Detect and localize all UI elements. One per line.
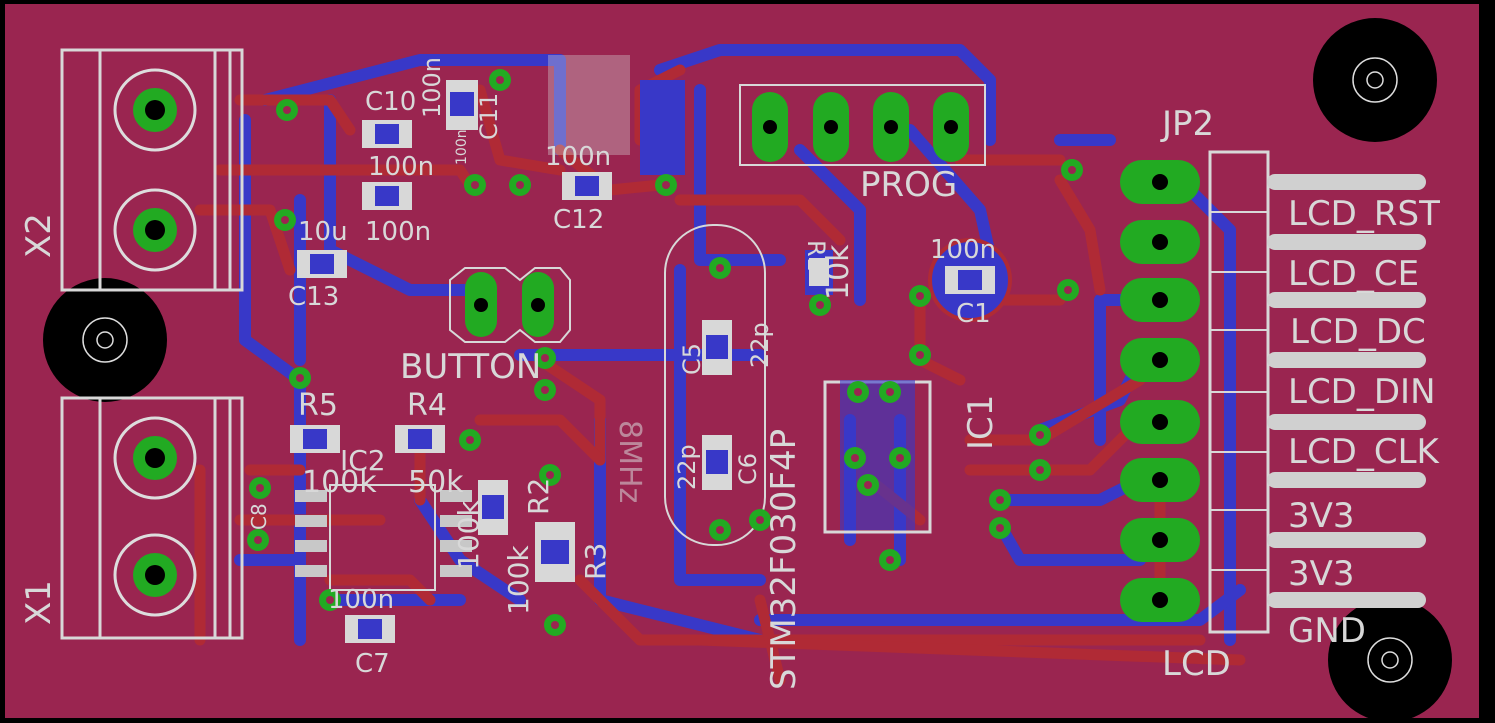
label-c1-val: 100n [930, 235, 996, 265]
lcd-pin-label: LCD_DIN [1288, 372, 1436, 412]
screw-x1-1 [113, 416, 197, 500]
label-r5: R5 [298, 388, 338, 423]
c12-body [562, 172, 612, 200]
label-r3-val: 100k [502, 545, 535, 615]
label-c6-val: 22p [673, 444, 701, 490]
lcd-header [1120, 150, 1426, 634]
c5-body [702, 320, 732, 375]
label-prog: PROG [860, 165, 957, 205]
label-c1: C1 [956, 299, 991, 329]
label-c6: C6 [734, 453, 762, 485]
terminal-block-outlines [60, 48, 244, 640]
c10-body [362, 120, 412, 148]
smd-components [290, 55, 1012, 643]
label-r1: R1 [802, 240, 830, 272]
crystal-outline [664, 224, 766, 546]
label-button: BUTTON [400, 347, 541, 387]
label-jp2: JP2 [1160, 104, 1214, 144]
label-r4: R4 [407, 388, 447, 423]
label-c13-val: 10u [298, 217, 348, 247]
lcd-pin-label: GND [1288, 611, 1366, 651]
c6-body [702, 435, 732, 490]
lcd-pin-label: LCD_RST [1288, 194, 1440, 234]
r2-body [478, 480, 508, 535]
c11-body [446, 80, 478, 130]
vias [247, 69, 1083, 636]
mounting-hole-left [43, 278, 167, 402]
label-r5-val: 100k [302, 465, 377, 500]
reg-body [548, 55, 685, 175]
label-c12-val: 100n [545, 142, 611, 172]
label-c5: C5 [678, 343, 706, 375]
label-r4-val: 50k [408, 465, 464, 500]
lcd-pin-labels: LCD_RST LCD_CE LCD_DC LCD_DIN LCD_CLK 3V… [1288, 194, 1441, 651]
lcd-pin-label: LCD_CLK [1288, 432, 1441, 472]
ic2-package [295, 484, 472, 591]
terminal-screws [113, 68, 197, 617]
r4-body [395, 425, 445, 453]
label-r2-val: 100k [452, 500, 485, 570]
lcd-pin-label: LCD_DC [1290, 312, 1426, 352]
r5-body [290, 425, 340, 453]
label-c-100n-left: 100n [365, 217, 431, 247]
prog-header [739, 84, 986, 166]
label-c10: C10 [365, 87, 416, 117]
r1-body [805, 250, 833, 295]
screw-x1-2 [113, 533, 197, 617]
r3-body [535, 522, 575, 582]
c7-body [345, 615, 395, 643]
mounting-hole-bottom-right [1328, 598, 1452, 722]
screw-x2-1 [113, 68, 197, 152]
label-c10-val: 100n [368, 152, 434, 182]
ic1-package [823, 380, 932, 534]
label-c12: C12 [553, 205, 604, 235]
label-r3: R3 [579, 543, 612, 580]
label-c11-val: 100n [454, 129, 470, 165]
c13-body [297, 250, 347, 278]
label-c7-val: 100n [328, 585, 394, 615]
mounting-hole-top-right [1313, 18, 1437, 142]
lcd-pin-label: 3V3 [1288, 554, 1355, 594]
lcd-pin-label: 3V3 [1288, 496, 1355, 536]
silkscreen-labels: X2 X1 JP2 PROG BUTTON LCD IC1 IC2 STM32F… [19, 57, 1231, 690]
label-x2: X2 [19, 213, 59, 258]
mounting-holes [43, 18, 1452, 722]
label-r2: R2 [522, 478, 555, 515]
c1-body [928, 238, 1012, 322]
label-c8: C8 [247, 503, 271, 530]
lcd-pin-label: LCD_CE [1288, 254, 1419, 294]
label-ic1: IC1 [961, 395, 1001, 450]
screw-x2-2 [113, 188, 197, 272]
label-c10-val-2: 100n [418, 57, 446, 118]
label-c7: C7 [355, 649, 390, 679]
label-x1: X1 [19, 580, 59, 625]
label-c13: C13 [288, 282, 339, 312]
c-100n-left-body [362, 182, 412, 210]
label-ic2: IC2 [340, 444, 386, 477]
label-c11: C11 [475, 93, 503, 140]
label-crystal: 8MHz [612, 420, 647, 503]
label-c5-val: 22p [746, 322, 774, 368]
label-lcd: LCD [1162, 644, 1231, 684]
label-mcu: STM32F030F4P [764, 429, 804, 690]
label-r1-val: 10k [821, 244, 856, 300]
button-header [449, 267, 571, 343]
